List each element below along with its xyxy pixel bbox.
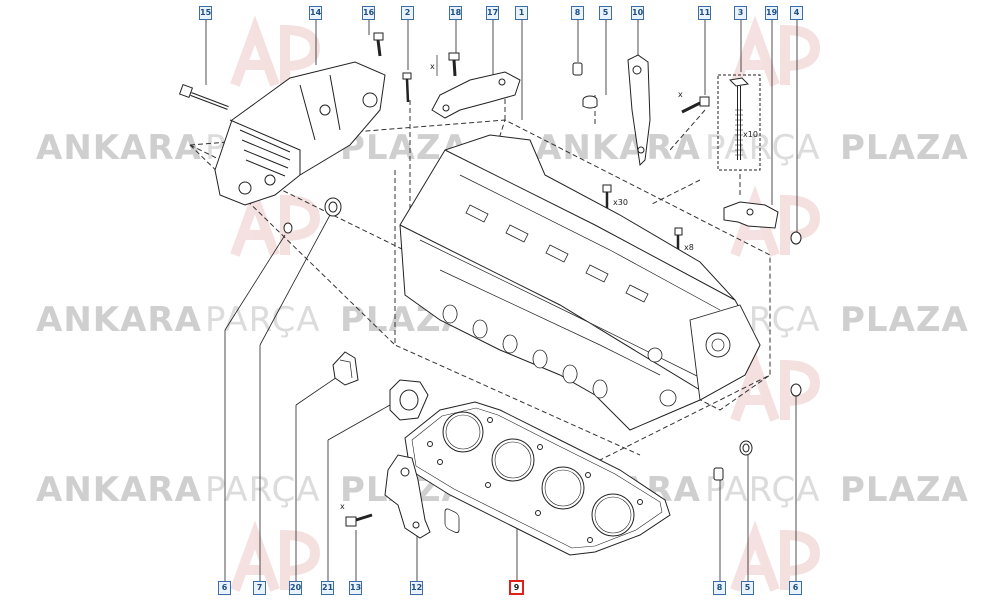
part-12-bracket — [384, 454, 431, 539]
callout-4[interactable]: 4 — [790, 6, 803, 20]
part-6-pin — [283, 222, 293, 234]
part-15-bolt — [178, 83, 229, 110]
part-6-plug-lower — [790, 383, 802, 397]
part-13-bolt — [345, 513, 373, 527]
callout-21[interactable]: 21 — [321, 581, 334, 595]
callout-10[interactable]: 10 — [631, 6, 644, 20]
part-9-head-gasket — [404, 401, 671, 556]
dimension-label: x — [430, 62, 435, 71]
part-16-bolt — [373, 32, 384, 57]
callout-5[interactable]: 5 — [599, 6, 612, 20]
part-10-lifting-eye — [627, 54, 651, 167]
part-17-plate — [431, 71, 521, 119]
callout-17[interactable]: 17 — [486, 6, 499, 20]
part-14-bracket — [214, 61, 386, 206]
part-2-stud — [402, 72, 412, 103]
part-18-bolt — [436, 52, 460, 77]
quantity-label: x8 — [684, 243, 694, 252]
part-8-dowel — [572, 62, 583, 76]
quantity-label: x10 — [743, 130, 758, 139]
callout-7[interactable]: 7 — [253, 581, 266, 595]
callout-12[interactable]: 12 — [410, 581, 423, 595]
dimension-label: x — [678, 90, 683, 99]
callout-13[interactable]: 13 — [349, 581, 362, 595]
part-20-cover — [332, 351, 359, 386]
callout-1[interactable]: 1 — [515, 6, 528, 20]
callout-5[interactable]: 5 — [741, 581, 754, 595]
dimension-label: x — [340, 502, 345, 511]
cylinder-head — [399, 134, 761, 534]
part-8-dowel-lower — [713, 467, 724, 481]
callout-6[interactable]: 6 — [218, 581, 231, 595]
part-11-bolt — [681, 96, 710, 114]
part-5-plug — [582, 95, 598, 109]
part-3-head-bolt — [717, 74, 761, 171]
part-5-plug-lower — [739, 440, 753, 456]
leader-lines — [205, 20, 798, 583]
callout-2[interactable]: 2 — [401, 6, 414, 20]
callout-9-selected[interactable]: 9 — [509, 580, 524, 595]
part-19-bracket — [723, 201, 779, 229]
callout-16[interactable]: 16 — [362, 6, 375, 20]
callout-19[interactable]: 19 — [765, 6, 778, 20]
watermark-logo — [230, 15, 821, 592]
callout-3[interactable]: 3 — [734, 6, 747, 20]
callout-6[interactable]: 6 — [789, 581, 802, 595]
callout-8[interactable]: 8 — [571, 6, 584, 20]
callout-14[interactable]: 14 — [309, 6, 322, 20]
part-7-seal — [324, 197, 342, 217]
quantity-label: x30 — [613, 198, 628, 207]
callout-11[interactable]: 11 — [698, 6, 711, 20]
callout-20[interactable]: 20 — [289, 581, 302, 595]
callout-8[interactable]: 8 — [713, 581, 726, 595]
part-21-cover — [389, 379, 429, 421]
callout-15[interactable]: 15 — [199, 6, 212, 20]
part-4-plug — [790, 231, 802, 245]
callout-18[interactable]: 18 — [449, 6, 462, 20]
